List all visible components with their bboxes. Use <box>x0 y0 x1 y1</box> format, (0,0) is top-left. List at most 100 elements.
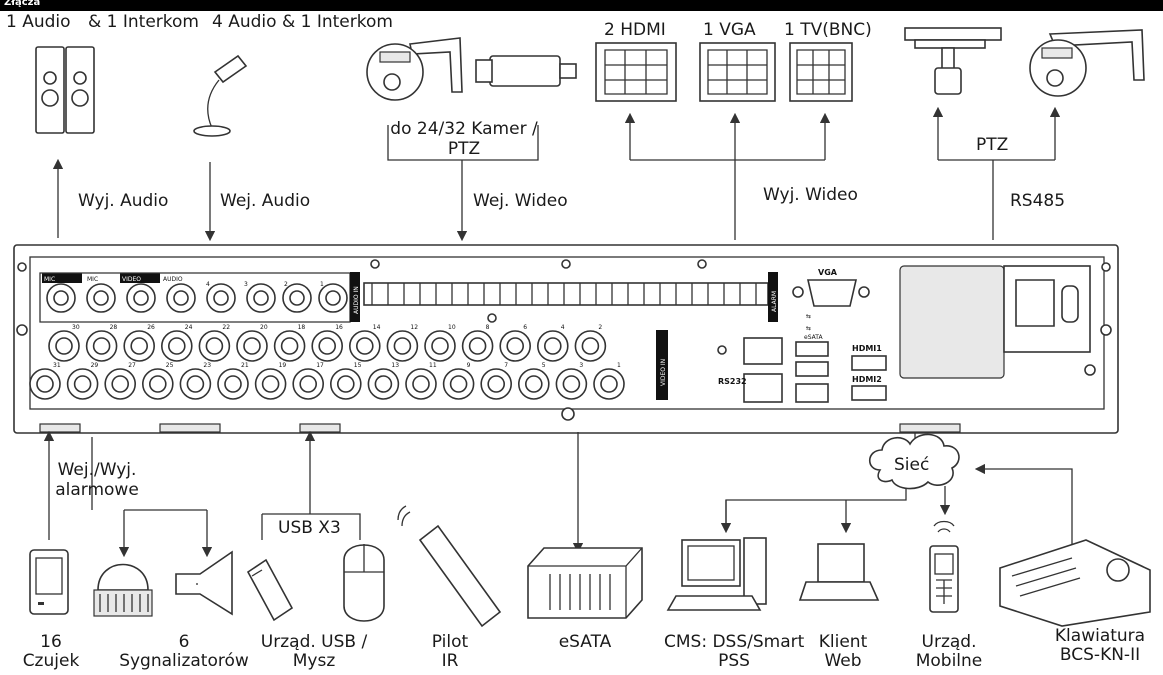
mobile-label: Urząd. <box>921 632 977 652</box>
usb-stick-icon <box>246 558 294 622</box>
bnc-number: 16 <box>335 324 343 331</box>
vga-label: 1 VGA <box>703 20 756 40</box>
header-cut-text: Złącza <box>4 0 41 8</box>
bnc-number: 22 <box>222 324 230 331</box>
audio-num-4: 4 <box>206 281 210 288</box>
svg-text:AUDIO: AUDIO <box>163 276 183 283</box>
bnc-number: 31 <box>53 362 61 369</box>
bnc-number: 24 <box>185 324 193 331</box>
network-cloud-icon <box>868 433 960 490</box>
bnc-number: 13 <box>391 362 399 369</box>
sirens-label: 6 <box>178 632 190 652</box>
sirens-label-2: Sygnalizatorów <box>119 651 249 671</box>
esata-drive-icon <box>527 547 643 619</box>
vga-port-label: VGA <box>818 268 838 277</box>
cms-label: CMS: DSS/Smart <box>664 632 805 652</box>
ptz-camera-icon <box>366 37 463 101</box>
monitor-tv-icon <box>789 42 853 102</box>
audio-num-1: 1 <box>320 281 324 288</box>
audio-in-tag <box>350 272 360 322</box>
svg-text:MIC: MIC <box>44 276 55 283</box>
bnc-connector-core <box>130 337 148 355</box>
bnc-number: 14 <box>373 324 381 331</box>
desktop-computer-icon <box>666 537 767 611</box>
bnc-connector-core <box>205 337 224 355</box>
bnc-connector-core <box>543 337 562 355</box>
svg-text:⇆: ⇆ <box>806 325 811 332</box>
bnc-connector-core <box>224 375 242 393</box>
bnc-number: 17 <box>316 362 324 369</box>
web-client-label-2: Web <box>824 651 862 671</box>
bnc-number: 23 <box>203 362 211 369</box>
bnc-connector-core <box>374 375 393 393</box>
bnc-number: 2 <box>598 324 602 331</box>
mobile-label-2: Mobilne <box>915 651 983 671</box>
sensors-label-2: Czujek <box>22 651 80 671</box>
cms-label-2: PSS <box>718 651 750 671</box>
bnc-connector-core <box>55 337 73 355</box>
audio4-label: 4 Audio & 1 Interkom <box>212 12 393 32</box>
bnc-number: 21 <box>241 362 249 369</box>
ir-remote-icon <box>397 505 502 628</box>
speed-dome-camera-icon <box>1029 29 1145 97</box>
alarm-io-label: Wej./Wyj. <box>57 460 137 480</box>
hdmi-label: 2 HDMI <box>604 20 666 40</box>
bnc-number: 25 <box>166 362 174 369</box>
bnc-connector-core <box>186 375 205 393</box>
bnc-number: 19 <box>279 362 287 369</box>
hdmi-ports <box>851 355 887 401</box>
svg-text:⇆: ⇆ <box>806 313 811 320</box>
keyboard-label-2: BCS-KN-II <box>1059 645 1141 665</box>
bnc-connector-core <box>243 337 261 355</box>
cameras-label-2: PTZ <box>447 139 481 159</box>
laptop-icon <box>798 543 880 601</box>
bnc-connector-core <box>92 337 111 355</box>
bnc-connector-core <box>299 375 318 393</box>
bnc-connector-core <box>581 337 600 355</box>
header-bar: Złącza <box>0 0 1163 11</box>
cameras-label: do 24/32 Kamer / <box>390 119 538 139</box>
alarm-tag <box>768 272 778 322</box>
bnc-number: 28 <box>110 324 118 331</box>
sensor-icon <box>29 549 69 615</box>
audio-in-flow-label: Wej. Audio <box>220 191 311 211</box>
audio-num-2: 2 <box>284 281 288 288</box>
siren-icon <box>93 563 153 617</box>
ptz-label: PTZ <box>976 135 1009 155</box>
video-in-flow-label: Wej. Wideo <box>473 191 568 211</box>
sensors-label: 16 <box>40 632 62 652</box>
bnc-connector-core <box>412 375 430 393</box>
bnc-connector-core <box>355 337 374 355</box>
bnc-connector-core <box>449 375 468 393</box>
alarm-label: ALARM <box>771 291 778 312</box>
bnc-connector-core <box>487 375 506 393</box>
bnc-connector-core <box>524 375 543 393</box>
bnc-connector-core <box>280 337 299 355</box>
bnc-number: 9 <box>467 362 471 369</box>
monitor-hdmi-icon <box>595 42 677 102</box>
mouse-icon <box>343 544 385 622</box>
bnc-connector-core <box>336 375 355 393</box>
microphone-icon <box>193 54 248 137</box>
usb-device-label: Urząd. USB / <box>260 632 368 652</box>
usb-x3-label: USB X3 <box>278 518 341 538</box>
audio-out-label: Wyj. Audio <box>78 191 169 211</box>
bnc-connector-core <box>562 375 581 393</box>
power-socket <box>899 265 1096 379</box>
vga-port <box>792 279 870 307</box>
box-camera-icon <box>475 55 577 87</box>
audio-connectors <box>46 283 348 313</box>
bnc-connector-core <box>36 375 54 393</box>
bnc-number: 29 <box>91 362 99 369</box>
speakers-icon <box>35 46 95 134</box>
bnc-number: 15 <box>354 362 362 369</box>
interkom1-label: & 1 Interkom <box>88 12 199 32</box>
bnc-connector-core <box>431 337 449 355</box>
bnc-connector-core <box>506 337 525 355</box>
alarm-io-label-2: alarmowe <box>55 480 139 500</box>
bnc-connector-core <box>468 337 487 355</box>
bnc-number: 7 <box>504 362 508 369</box>
bnc-number: 1 <box>617 362 621 369</box>
